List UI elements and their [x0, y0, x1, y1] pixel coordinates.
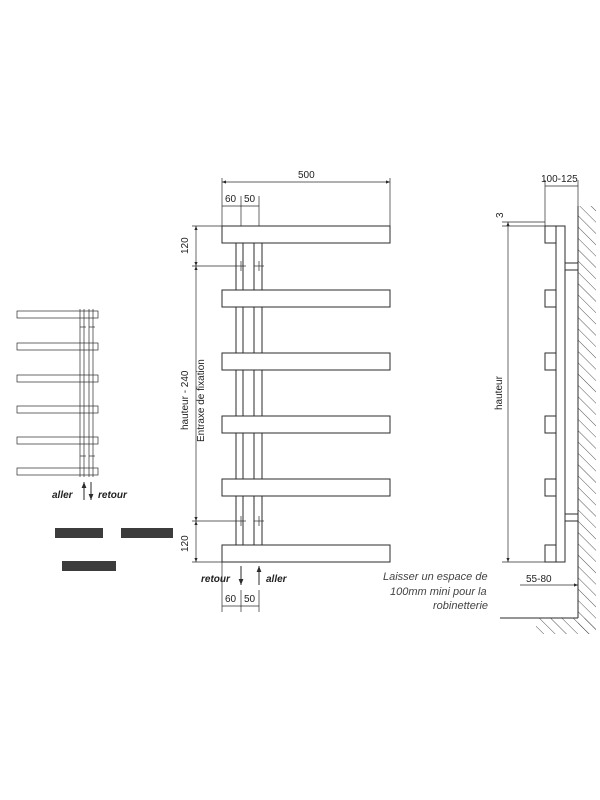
note-line-1: Laisser un espace de — [383, 571, 488, 583]
small-aller-label: aller — [52, 490, 74, 501]
dim-bottom-50: 50 — [244, 594, 256, 605]
dim-total-width: 500 — [298, 170, 315, 181]
main-radiator-view: 500 60 50 120 hauteur - 240 Entraxe de f… — [180, 170, 391, 612]
towel-bar — [221, 544, 391, 563]
dim-top-120: 120 — [180, 237, 191, 254]
towel-bar — [221, 289, 391, 308]
dim-top-50: 50 — [244, 194, 256, 205]
main-retour-label: retour — [201, 574, 231, 585]
small-radiator-view: aller retour — [16, 309, 128, 501]
side-view: 100-125 3 hauteur 55-80 Laisser un espac… — [383, 174, 596, 634]
dim-side-bottom: 55-80 — [526, 574, 552, 585]
dim-top-60: 60 — [225, 194, 237, 205]
dim-side-wall-gap: 100-125 — [541, 174, 578, 185]
towel-bar — [221, 478, 391, 497]
dim-bottom-60: 60 — [225, 594, 237, 605]
blurred-marks — [55, 528, 173, 571]
dim-side-top: 3 — [495, 212, 506, 218]
note-line-3: robinetterie — [433, 600, 488, 612]
dim-height-minus-240: hauteur - 240 — [180, 370, 191, 430]
dim-fixation-label: Entraxe de fixation — [196, 359, 207, 442]
towel-bar — [221, 415, 391, 434]
towel-bar — [221, 352, 391, 371]
dim-side-height: hauteur — [494, 375, 505, 410]
note-line-2: 100mm mini pour la — [390, 586, 487, 598]
dim-bottom-120: 120 — [180, 535, 191, 552]
small-retour-label: retour — [98, 490, 128, 501]
towel-bar — [221, 225, 391, 244]
main-aller-label: aller — [266, 574, 288, 585]
